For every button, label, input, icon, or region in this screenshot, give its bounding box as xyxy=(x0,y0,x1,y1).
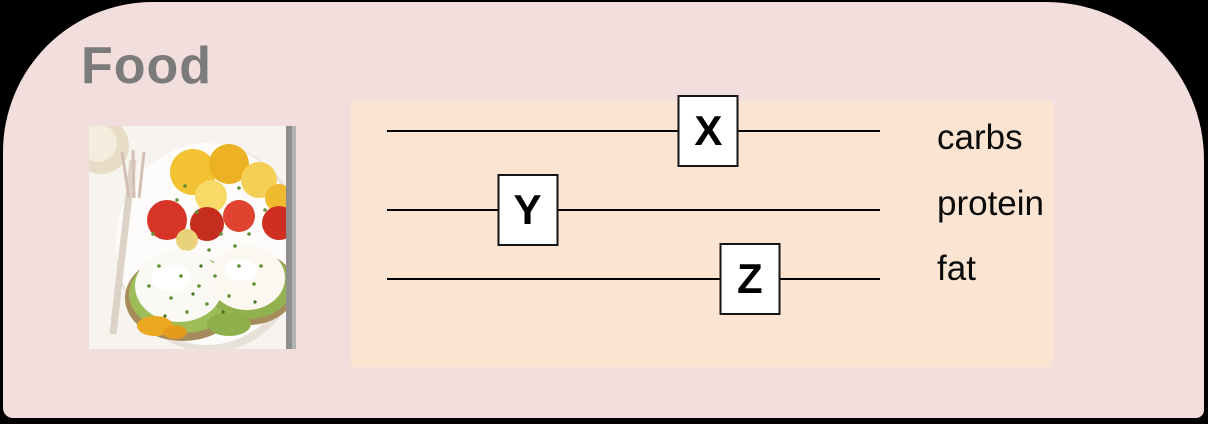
slider-handle-x-label: X xyxy=(694,107,723,154)
slider-label-carbs: carbs xyxy=(937,118,1023,157)
macro-sliders-panel: X Y Z carbs protein fat xyxy=(351,95,1053,367)
slider-handle-z-label: Z xyxy=(737,255,763,302)
food-card: Food xyxy=(3,2,1204,418)
food-photo xyxy=(89,126,296,349)
slider-track-fat xyxy=(387,277,880,281)
slider-handle-y-label: Y xyxy=(513,186,542,233)
slider-label-protein: protein xyxy=(937,184,1045,223)
slider-label-fat: fat xyxy=(937,249,976,288)
slider-handle-x[interactable]: X xyxy=(677,95,739,167)
slider-handle-z[interactable]: Z xyxy=(719,243,781,315)
card-title: Food xyxy=(81,37,213,95)
slider-handle-y[interactable]: Y xyxy=(497,174,558,246)
slider-track-protein xyxy=(387,208,880,212)
slider-track-carbs xyxy=(387,129,880,133)
